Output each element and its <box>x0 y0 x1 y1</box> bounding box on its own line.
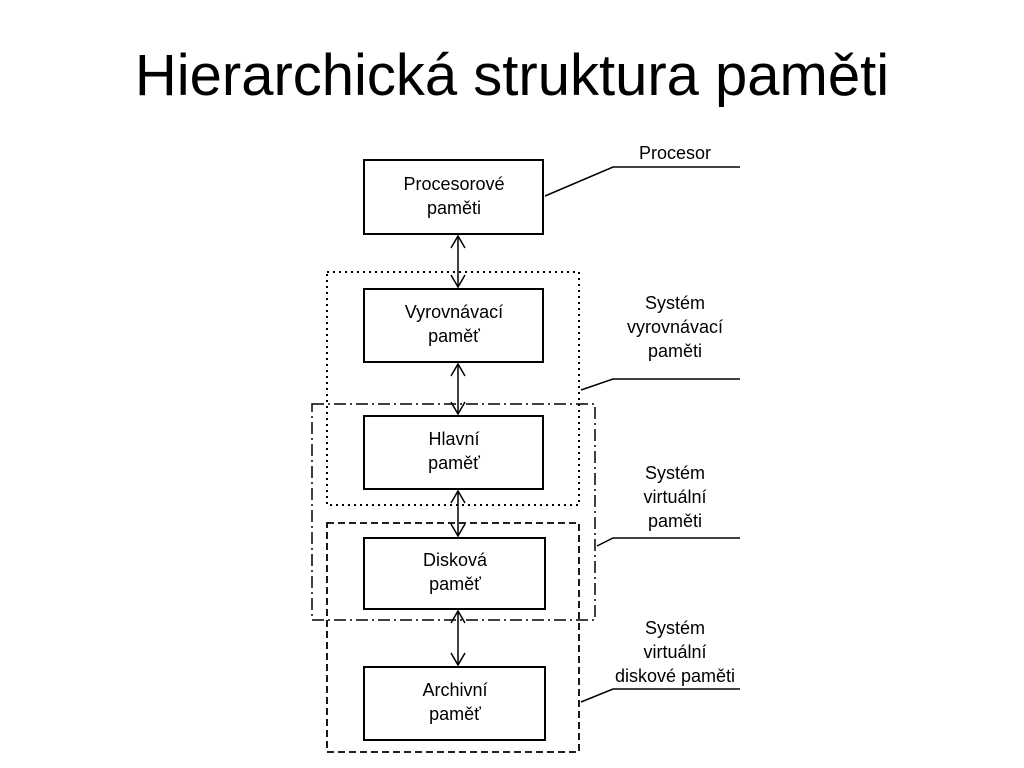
label-cache-system-line2: vyrovnávací <box>627 317 723 337</box>
label-virtual-disk-system-line2: virtuální <box>643 642 706 662</box>
leader-line-virtual-system <box>596 537 740 547</box>
label-virtual-disk-system-line1: Systém <box>645 618 705 638</box>
leader-line-virtual-disk-system <box>580 688 740 703</box>
arrow-main-disk <box>450 489 466 538</box>
page-title: Hierarchická struktura paměti <box>134 43 890 108</box>
box-label-line2: paměť <box>429 574 481 594</box>
box-label-line2: paměť <box>428 326 480 346</box>
box-label-line1: Vyrovnávací <box>405 302 503 322</box>
leader-line-processor <box>544 166 740 197</box>
label-processor: Procesor <box>639 143 711 163</box>
box-label-line1: Hlavní <box>428 429 479 449</box>
box-label-line1: Archivní <box>422 680 487 700</box>
label-virtual-system-line1: Systém <box>645 463 705 483</box>
box-label-line1: Procesorové <box>403 174 504 194</box>
leader-line-cache-system <box>580 378 740 391</box>
disk-memory-box: Disková paměť <box>363 537 546 610</box>
label-cache-system-line3: paměti <box>648 341 702 361</box>
box-label-line2: paměti <box>427 198 481 218</box>
processor-memory-box: Procesorové paměti <box>363 159 544 235</box>
label-virtual-system-line3: paměti <box>648 511 702 531</box>
cache-system-frame <box>326 271 580 506</box>
label-virtual-system-line2: virtuální <box>643 487 706 507</box>
virtual-disk-memory-system-frame <box>326 522 580 753</box>
box-label-line2: paměť <box>428 453 480 473</box>
label-virtual-disk-system-line3: diskové paměti <box>615 666 735 686</box>
arrow-cache-main <box>450 362 466 416</box>
box-label-line2: paměť <box>429 704 481 724</box>
archive-memory-box: Archivní paměť <box>363 666 546 741</box>
main-memory-box: Hlavní paměť <box>363 415 544 490</box>
cache-memory-box: Vyrovnávací paměť <box>363 288 544 363</box>
box-label-line1: Disková <box>423 550 488 570</box>
arrow-disk-archive <box>450 609 466 667</box>
arrow-processor-cache <box>450 234 466 289</box>
label-cache-system-line1: Systém <box>645 293 705 313</box>
